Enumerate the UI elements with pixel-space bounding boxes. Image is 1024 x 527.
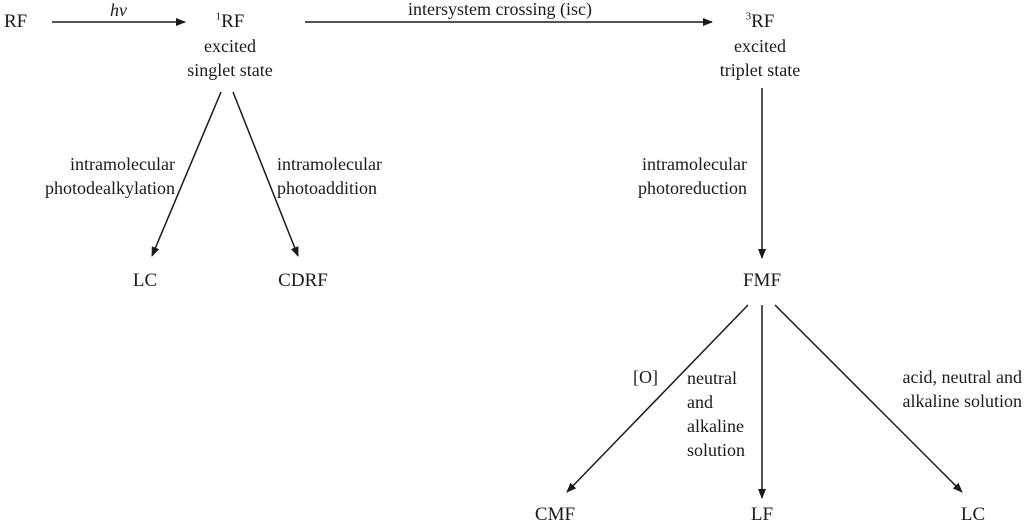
node-lc-bottom: LC bbox=[960, 504, 986, 525]
node-lf: LF bbox=[750, 504, 774, 525]
node-fmf: FMF bbox=[742, 270, 782, 291]
singlet-superscript: 1 bbox=[215, 10, 222, 23]
triplet-desc-2: triplet state bbox=[719, 60, 801, 80]
singlet-label: RF bbox=[221, 11, 245, 32]
arrow-fmf-to-lc bbox=[774, 304, 963, 493]
edge-label-acid-neutral-alkaline: acid, neutral and alkaline solution bbox=[902, 367, 1022, 411]
node-cdrf: CDRF bbox=[278, 270, 328, 291]
edge-label-photoaddition: intramolecular photoaddition bbox=[277, 154, 382, 198]
node-triplet: 3RF excited triplet state bbox=[680, 10, 840, 82]
node-cmf: CMF bbox=[534, 504, 576, 525]
edge-label-hv: hv bbox=[110, 0, 127, 20]
arrow-singlet-to-cdrf bbox=[232, 91, 299, 257]
edge-label-oxidation: [O] bbox=[633, 367, 658, 387]
node-rf: RF bbox=[4, 11, 28, 32]
edge-label-photodealkylation: intramolecular photodealkylation bbox=[45, 154, 175, 198]
edge-label-isc: intersystem crossing (isc) bbox=[408, 0, 592, 19]
triplet-label: RF bbox=[751, 11, 775, 32]
arrow-singlet-to-lc bbox=[151, 91, 222, 257]
arrow-fmf-to-cmf bbox=[566, 304, 749, 493]
singlet-desc-1: excited bbox=[204, 36, 256, 56]
edge-label-neutral-alkaline: neutral and alkaline solution bbox=[687, 368, 746, 460]
triplet-superscript: 3 bbox=[745, 10, 752, 23]
triplet-desc-1: excited bbox=[734, 36, 786, 56]
singlet-desc-2: singlet state bbox=[187, 60, 273, 80]
node-lc-top: LC bbox=[132, 270, 158, 291]
edge-label-photoreduction: intramolecular photoreduction bbox=[638, 154, 747, 198]
node-singlet: 1RF excited singlet state bbox=[150, 10, 310, 82]
